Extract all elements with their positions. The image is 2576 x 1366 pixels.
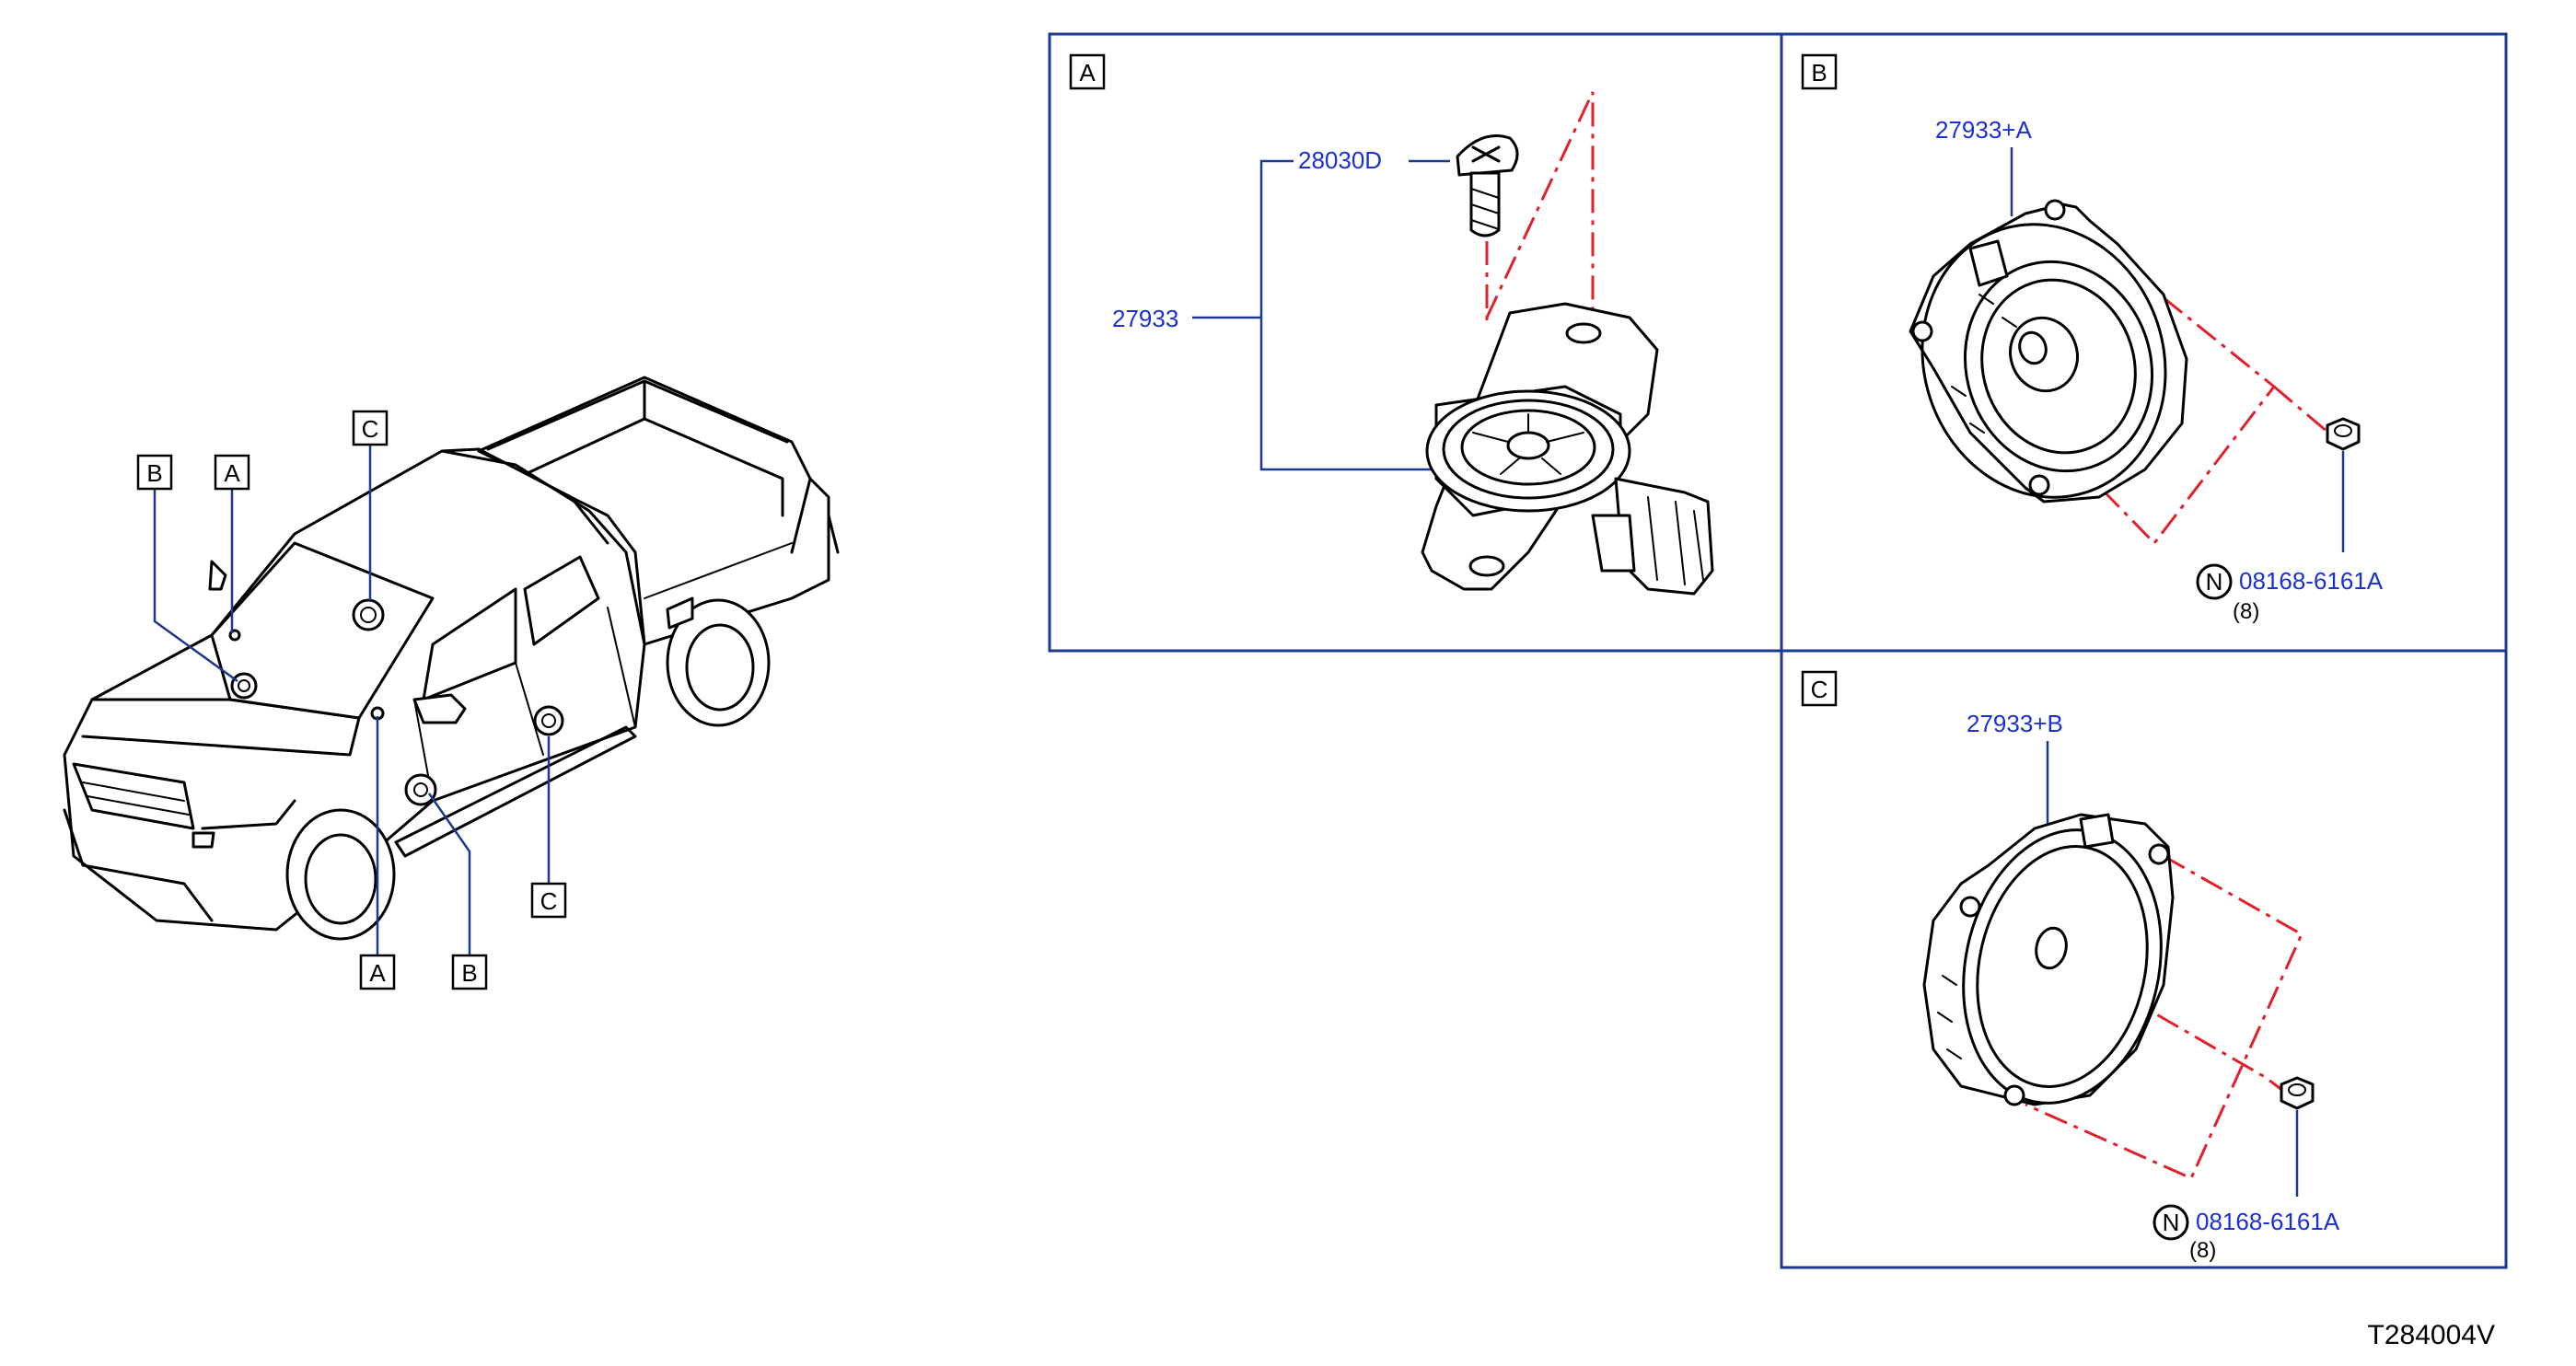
callout-box-b-bottom: B xyxy=(451,954,488,990)
panel-b: B 27933+A N 08168-6161A (8) xyxy=(1801,53,2384,624)
detail-panel-frames xyxy=(1048,32,2508,1269)
nut-symbol-circle xyxy=(2152,1204,2189,1241)
panel-a: A 28030D 27933 xyxy=(1069,53,1714,596)
drawing-code: T284004V xyxy=(2368,1320,2495,1350)
callout-box-c-top: C xyxy=(352,410,389,446)
panel-c-tag: C xyxy=(1811,676,1828,703)
callout-c-label: C xyxy=(540,887,558,915)
callout-a-label: A xyxy=(369,959,386,987)
nut-symbol: N xyxy=(2206,568,2223,596)
callout-c-label: C xyxy=(362,415,379,443)
panel-c: C 27933+B N 08168-6161A (8) xyxy=(1801,670,2340,1263)
truck-callout-leaders xyxy=(153,445,551,955)
part-label-27933-b: 27933+B xyxy=(1967,710,2063,737)
nut-qty-c: (8) xyxy=(2189,1238,2216,1263)
door-speaker-b-icon xyxy=(1909,199,2188,504)
callout-a-label: A xyxy=(224,459,240,487)
nut-symbol: N xyxy=(2163,1209,2180,1236)
callout-box-a-bottom: A xyxy=(359,954,396,990)
callout-box-a-top: A xyxy=(214,454,250,491)
nut-icon xyxy=(2326,417,2361,451)
panel-a-tag: A xyxy=(1079,59,1096,87)
nut-symbol-circle xyxy=(2196,563,2233,600)
callout-b-label: B xyxy=(146,459,162,487)
truck-illustration xyxy=(63,376,840,941)
callout-b-label: B xyxy=(461,959,477,987)
door-speaker-c-icon xyxy=(1922,813,2175,1106)
part-label-nut-c: 08168-6161A xyxy=(2196,1208,2340,1235)
nut-qty-b: (8) xyxy=(2233,599,2259,624)
callout-box-b-top: B xyxy=(136,454,173,491)
tweeter-speaker-icon xyxy=(1421,302,1714,596)
panel-b-tag: B xyxy=(1811,59,1827,87)
part-label-28030d: 28030D xyxy=(1298,146,1382,174)
part-label-27933-a: 27933+A xyxy=(1935,116,2032,144)
screw-icon xyxy=(1456,134,1519,237)
part-label-nut-b: 08168-6161A xyxy=(2239,567,2384,595)
part-label-27933: 27933 xyxy=(1112,305,1178,332)
callout-box-c-bottom: C xyxy=(530,882,567,919)
nut-icon xyxy=(2280,1076,2315,1110)
